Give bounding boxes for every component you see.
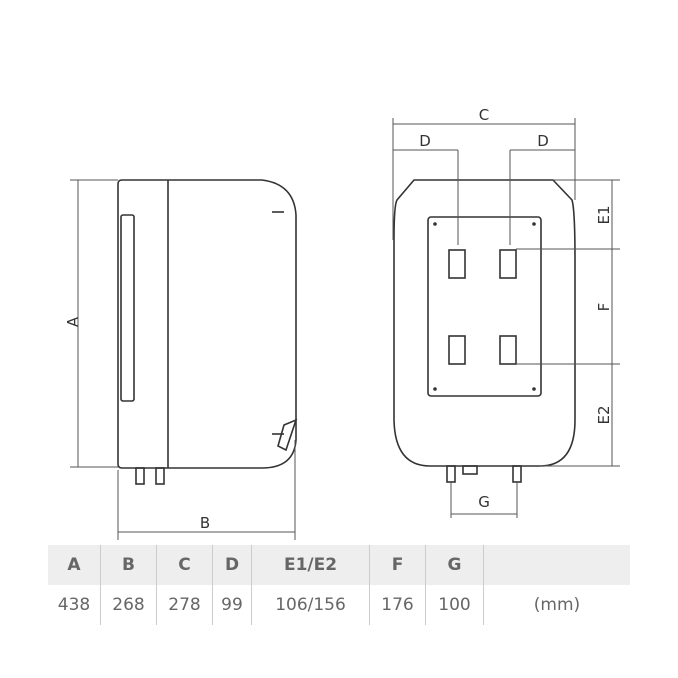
table-header-row: A B C D E1/E2 F G: [48, 545, 630, 585]
value-cell: 106/156: [251, 585, 370, 625]
dim-label-e2: E2: [595, 405, 613, 424]
unit-cell: (mm): [483, 585, 630, 625]
value-cell: 100: [425, 585, 484, 625]
header-cell: D: [212, 545, 252, 585]
value-cell: 438: [57, 595, 91, 615]
header-cell: A: [48, 545, 101, 585]
dimensions-table: A B C D E1/E2 F G 438 268 278 99 106/156…: [48, 545, 630, 625]
dim-label-c: C: [479, 106, 489, 124]
header-cell: E1/E2: [251, 545, 370, 585]
header-cell: C: [156, 545, 213, 585]
side-view: A B: [64, 179, 298, 540]
header-cell: B: [100, 545, 157, 585]
header-cell: G: [425, 545, 484, 585]
table-row: 438 268 278 99 106/156 176 100 (mm): [48, 585, 630, 625]
dim-label-d-left: D: [419, 132, 431, 150]
front-view: C D D E1 F E2 G: [392, 106, 620, 518]
dim-label-d-right: D: [537, 132, 549, 150]
dim-label-b: B: [200, 514, 210, 532]
header-cell: F: [369, 545, 426, 585]
header-cell: [483, 545, 630, 585]
dim-label-f: F: [595, 303, 613, 312]
value-cell: 99: [212, 585, 252, 625]
value-cell: 278: [156, 585, 213, 625]
dim-label-g: G: [478, 493, 490, 511]
dim-label-e1: E1: [595, 205, 613, 224]
value-cell: 268: [100, 585, 157, 625]
value-cell: 176: [369, 585, 426, 625]
dimension-diagram: A B C D D E1 F E2 G: [64, 106, 620, 540]
dim-label-a: A: [64, 316, 82, 327]
